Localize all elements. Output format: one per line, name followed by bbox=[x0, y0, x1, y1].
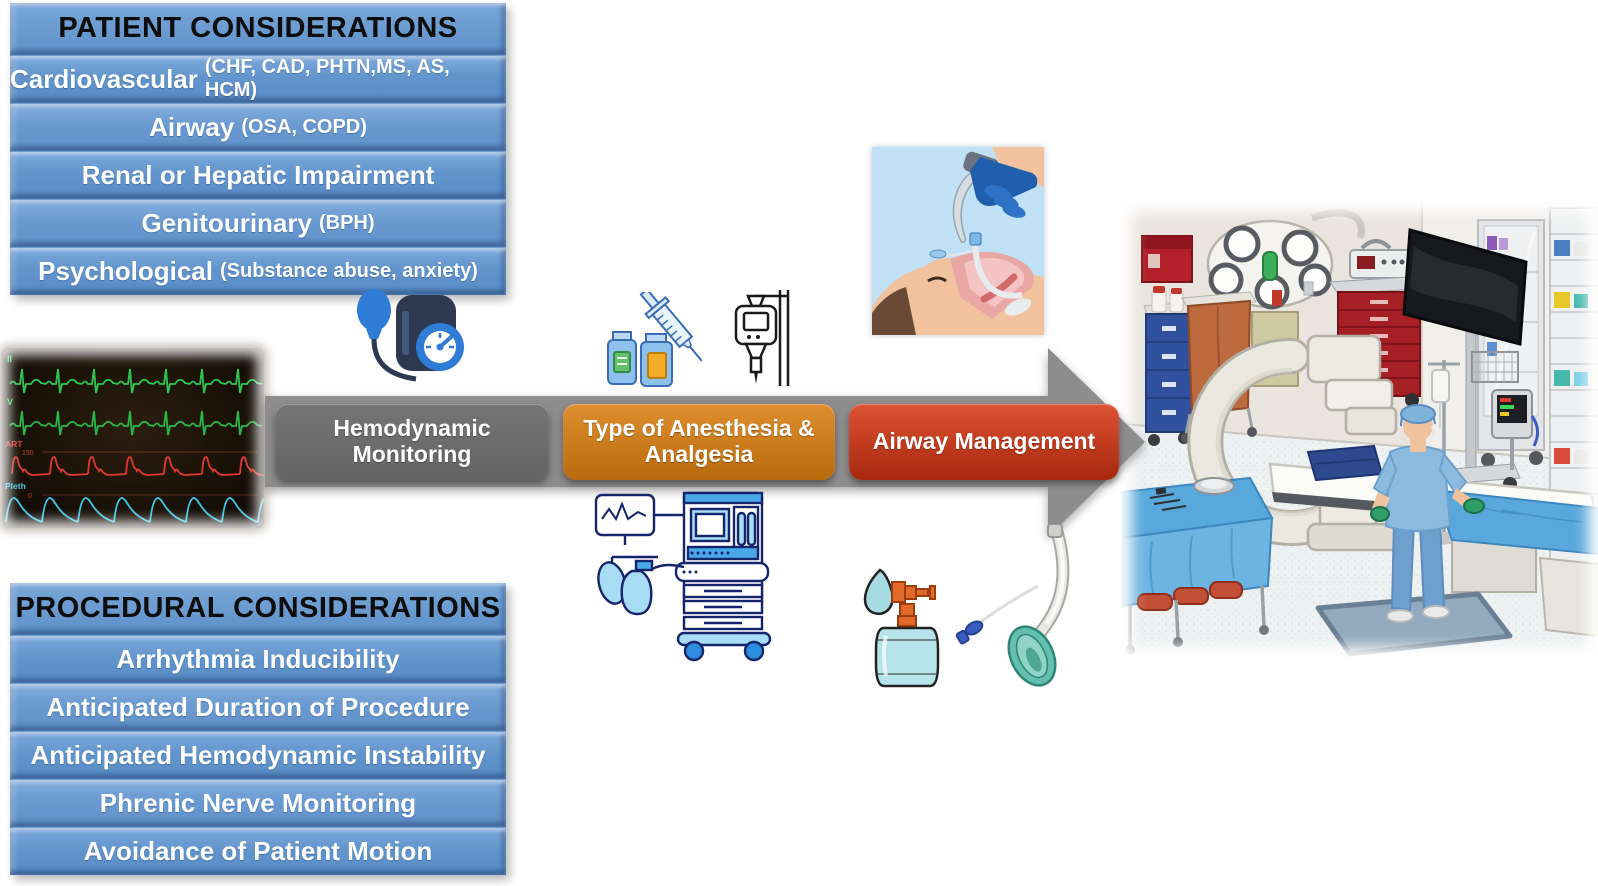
item-detail: (BPH) bbox=[318, 211, 375, 234]
patient-item-renal-hepatic: Renal or Hepatic Impairment bbox=[10, 151, 506, 199]
laryngoscope-intubation-illustration bbox=[872, 147, 1044, 335]
red-towel-rolls bbox=[1137, 581, 1243, 611]
lma-mask-cuff bbox=[1007, 625, 1057, 687]
item-label: Airway bbox=[149, 111, 235, 142]
item-label: Renal or Hepatic Impairment bbox=[81, 159, 435, 190]
item-label: Anticipated Duration of Procedure bbox=[46, 691, 470, 722]
ecg-monitor-image: II V ART Pleth 150 0 bbox=[2, 348, 295, 528]
patient-item-airway: Airway (OSA, COPD) bbox=[10, 103, 506, 151]
ep-lab-room-svg bbox=[1121, 202, 1598, 657]
laryngeal-mask-airway-icon bbox=[955, 524, 1070, 687]
sharps-container bbox=[1141, 235, 1193, 283]
art-trace bbox=[11, 456, 279, 476]
art-scale-top: 150 bbox=[22, 450, 34, 457]
step-hemodynamic-monitoring: Hemodynamic Monitoring bbox=[275, 404, 549, 480]
pleth-label: Pleth bbox=[5, 481, 26, 491]
art-scale-zero: 0 bbox=[28, 493, 32, 500]
ecg-lead-label: II bbox=[7, 354, 12, 364]
item-label: Psychological bbox=[38, 255, 213, 286]
patient-item-genitourinary: Genitourinary (BPH) bbox=[10, 199, 506, 247]
medication-canisters bbox=[1151, 286, 1184, 313]
step-airway-management: Airway Management bbox=[849, 404, 1119, 480]
item-detail: (Substance abuse, anxiety) bbox=[219, 259, 478, 282]
patient-monitor-stand bbox=[1491, 389, 1539, 470]
step-label: Type of Anesthesia & Analgesia bbox=[583, 415, 815, 467]
iv-infusion-icon bbox=[734, 290, 790, 386]
step-label: Airway Management bbox=[872, 428, 1096, 455]
item-label: Cardiovascular bbox=[10, 63, 198, 94]
item-label: Phrenic Nerve Monitoring bbox=[99, 787, 417, 818]
patient-item-cardiovascular: Cardiovascular (CHF, CAD, PHTN,MS, AS, H… bbox=[10, 55, 506, 103]
medication-vials-syringe-icon bbox=[607, 292, 703, 387]
step-label: Hemodynamic Monitoring bbox=[333, 415, 491, 467]
blood-pressure-monitor-icon bbox=[357, 289, 464, 382]
wall-outlet bbox=[1272, 290, 1282, 306]
item-label: Genitourinary bbox=[141, 207, 312, 238]
ep-lab-room-illustration bbox=[1121, 202, 1598, 657]
patient-item-psychological: Psychological (Substance abuse, anxiety) bbox=[10, 247, 506, 295]
endotracheal-tube bbox=[929, 232, 1023, 299]
surgical-light bbox=[1206, 209, 1365, 310]
procedural-considerations-panel: PROCEDURAL CONSIDERATIONS Arrhythmia Ind… bbox=[10, 583, 506, 875]
pleth-trace bbox=[5, 497, 295, 523]
procedural-considerations-title: PROCEDURAL CONSIDERATIONS bbox=[10, 583, 506, 635]
ecg-lead-label: V bbox=[7, 397, 13, 407]
art-label: ART bbox=[5, 439, 23, 449]
vial-icon bbox=[607, 331, 637, 385]
nurse bbox=[1370, 404, 1485, 623]
ecg-trace-ii bbox=[9, 368, 263, 394]
patient-considerations-panel: PATIENT CONSIDERATIONS Cardiovascular (C… bbox=[10, 3, 506, 295]
procedural-item-arrhythmia: Arrhythmia Inducibility bbox=[10, 635, 506, 683]
step-anesthesia-analgesia: Type of Anesthesia & Analgesia bbox=[563, 404, 835, 480]
anesthesia-machine-icon bbox=[594, 491, 772, 662]
ecg-waveforms: II V ART Pleth 150 0 bbox=[5, 354, 295, 523]
ecg-trace-v bbox=[9, 410, 263, 436]
item-label: Arrhythmia Inducibility bbox=[116, 643, 400, 674]
instrument-table bbox=[1121, 476, 1274, 655]
wire-basket bbox=[1471, 351, 1519, 383]
procedural-item-instability: Anticipated Hemodynamic Instability bbox=[10, 731, 506, 779]
bag-valve-mask-icon bbox=[863, 568, 940, 688]
patient-considerations-title: PATIENT CONSIDERATIONS bbox=[10, 3, 506, 55]
procedural-item-phrenic: Phrenic Nerve Monitoring bbox=[10, 779, 506, 827]
wall-switch bbox=[1303, 281, 1314, 296]
display-monitor bbox=[1402, 228, 1528, 497]
procedural-item-duration: Anticipated Duration of Procedure bbox=[10, 683, 506, 731]
vial-icon bbox=[640, 333, 673, 387]
item-label: Anticipated Hemodynamic Instability bbox=[30, 739, 486, 770]
item-detail: (OSA, COPD) bbox=[241, 115, 367, 138]
item-detail: (CHF, CAD, PHTN,MS, AS, HCM) bbox=[204, 56, 450, 101]
gloved-hand bbox=[970, 157, 1038, 218]
syringe-icon bbox=[639, 292, 703, 362]
item-label: Avoidance of Patient Motion bbox=[83, 835, 433, 866]
procedural-item-motion: Avoidance of Patient Motion bbox=[10, 827, 506, 875]
